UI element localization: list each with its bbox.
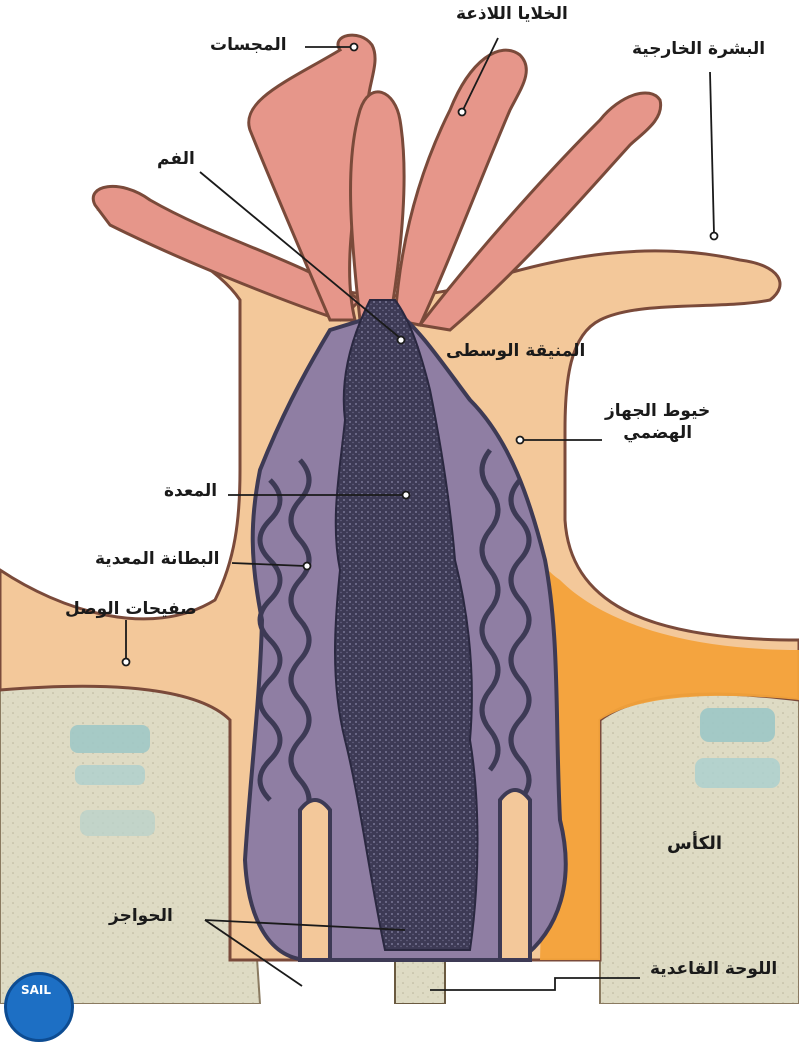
label-cnidocytes: الخلايا اللاذعة — [456, 5, 568, 25]
label-mesoglea: المنيقة الوسطى — [446, 342, 585, 362]
label-mouth: الفم — [157, 150, 195, 170]
label-gastrodermis: البطانة المعدية — [95, 550, 219, 570]
watermark-logo: SAIL — [4, 972, 74, 1042]
label-stomach: المعدة — [164, 482, 217, 502]
label-septa: الحواجز — [109, 907, 173, 927]
label-basal-plate: اللوحة القاعدية — [650, 960, 777, 980]
label-digestive-filaments-line2: الهضمي — [605, 424, 710, 444]
label-connecting-plates: صفيحات الوصل — [65, 600, 197, 620]
label-tentacles: المجسات — [210, 36, 287, 56]
label-epidermis: البشرة الخارجية — [632, 40, 765, 60]
label-digestive-filaments-line1: خيوط الجهاز — [605, 402, 710, 422]
label-cup: الكأس — [667, 834, 722, 855]
label-digestive-filaments: خيوط الجهاز الهضمي — [605, 402, 710, 443]
